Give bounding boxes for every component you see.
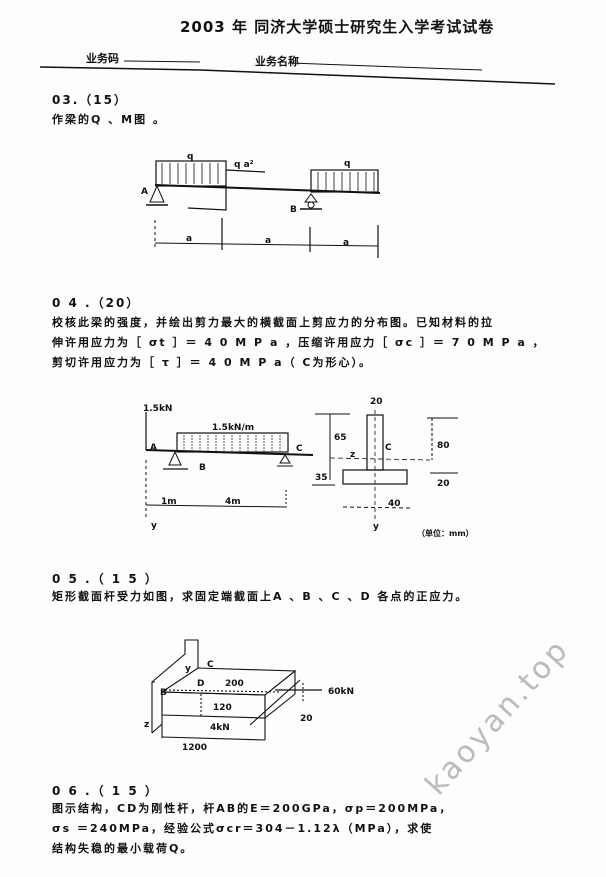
- q5-label-D: D: [197, 679, 204, 689]
- q4-label-force: 1.5kN: [143, 404, 172, 414]
- q4-label-load: 1.5kN/m: [212, 423, 254, 433]
- q4-label-B: B: [199, 463, 206, 473]
- q3-label-q1: q: [187, 152, 193, 162]
- q3-label-a1: a: [186, 234, 192, 244]
- question-06-number: 0 6 .（ 1 5 ）: [52, 784, 159, 798]
- q4-axis-y: y: [373, 522, 379, 532]
- question-04-text-2: 伸许用应力为［ σt ］＝ 4 0 M P a ，压缩许用应力［ σc ］＝ 7…: [52, 336, 546, 349]
- q3-label-moment: q a²: [234, 160, 254, 170]
- q5-dim-200: 200: [225, 679, 244, 689]
- question-06-text-3: 结构失稳的最小载荷Q。: [52, 842, 194, 855]
- bar-diagram-q5: [151, 639, 322, 741]
- exam-title: 2003 年 同济大学硕士研究生入学考试试卷: [180, 18, 495, 36]
- beam-diagram-q3: [146, 160, 381, 258]
- q5-force-4kN: 4kN: [210, 723, 230, 733]
- q4-label-span2: 4m: [225, 497, 241, 507]
- q4-label-C: C: [296, 444, 303, 454]
- question-04-number: 0 4 .（20）: [52, 296, 141, 310]
- field-code-label: 业务码: [86, 52, 119, 65]
- q4-unit-note: （单位：mm）: [417, 528, 474, 538]
- q4-dim-35: 35: [315, 473, 328, 483]
- question-06-text-1: 图示结构，CD为刚性杆，杆AB的E＝200GPa，σp＝200MPa，: [52, 802, 453, 815]
- question-04-text-1: 校核此梁的强度，并绘出剪力最大的横截面上剪应力的分布图。已知材料的拉: [52, 316, 494, 329]
- question-03-text: 作梁的Q 、M图 。: [52, 113, 166, 126]
- q5-dim-20: 20: [300, 714, 313, 724]
- beam-diagram-q4: [145, 410, 458, 520]
- q5-axis-z: z: [144, 720, 149, 730]
- question-05-text: 矩形截面杆受力如图，求固定端截面上A 、B 、C 、D 各点的正应力。: [52, 590, 469, 603]
- q5-dim-1200: 1200: [182, 743, 207, 753]
- q5-axis-y: y: [185, 664, 191, 674]
- q4-label-span1: 1m: [161, 497, 177, 507]
- q3-label-a3: a: [343, 238, 349, 248]
- q3-label-a2: a: [265, 236, 271, 246]
- question-04-text-3: 剪切许用应力为［ τ ］＝ 4 0 M P a（ C为形心）。: [52, 356, 372, 369]
- q3-label-q2: q: [344, 159, 350, 169]
- q5-label-C: C: [207, 660, 214, 670]
- question-03-number: 03.（15）: [52, 93, 128, 107]
- q3-label-A: A: [141, 187, 148, 197]
- q5-dim-120: 120: [213, 703, 232, 713]
- q4-dim-40: 40: [388, 499, 401, 509]
- field-name-label: 业务名称: [255, 55, 299, 68]
- q4-dim-20-bottom: 20: [437, 479, 450, 489]
- q4-centroid-C: C: [385, 443, 392, 453]
- q3-label-B: B: [290, 205, 297, 215]
- q4-label-A: A: [150, 443, 157, 453]
- q4-label-y-left: y: [151, 521, 157, 531]
- q5-label-B: B: [160, 688, 167, 698]
- q5-force-60kN: 60kN: [328, 687, 354, 697]
- q4-axis-z: z: [350, 450, 355, 460]
- header-rules: [39, 60, 556, 85]
- question-05-number: 0 5 .（ 1 5 ）: [52, 572, 159, 586]
- question-06-text-2: σs ＝240MPa，经验公式σcr＝304－1.12λ（MPa），求使: [52, 822, 434, 835]
- q4-dim-20-top: 20: [370, 397, 383, 407]
- q4-dim-65: 65: [334, 433, 347, 443]
- q4-dim-80: 80: [437, 441, 450, 451]
